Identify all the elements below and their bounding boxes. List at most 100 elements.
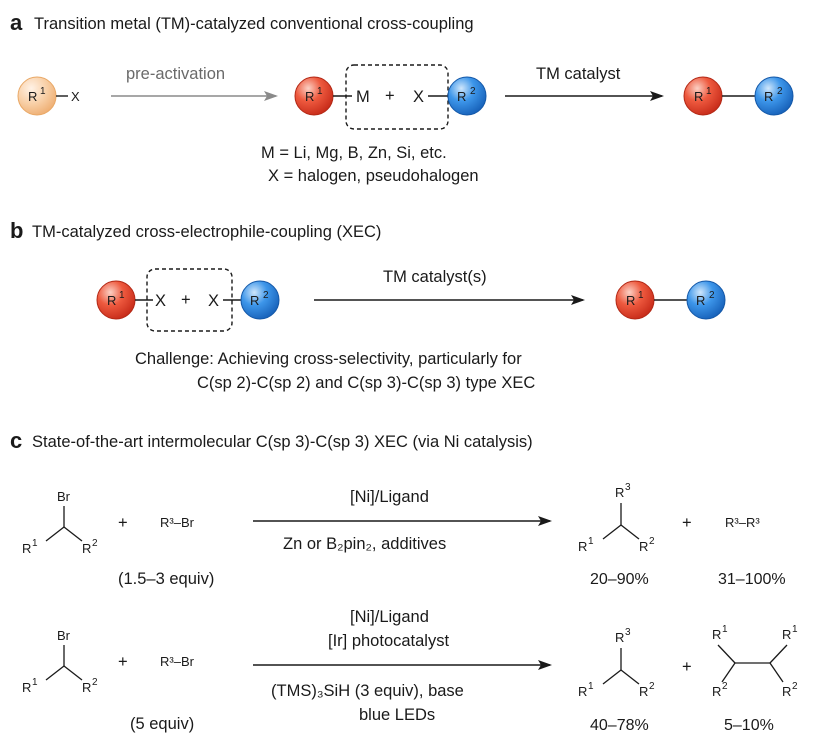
row2-equiv: (5 equiv): [130, 715, 194, 733]
svg-text:1: 1: [588, 536, 594, 547]
svg-text:R: R: [782, 627, 791, 642]
svg-text:R: R: [250, 293, 259, 308]
panel-c-title: State-of-the-art intermolecular C(sp 3)-…: [32, 433, 533, 451]
svg-text:R: R: [712, 684, 721, 699]
r1-start-sphere: R 1: [17, 76, 57, 116]
svg-text:R: R: [639, 539, 648, 554]
r1-start-label: R: [28, 89, 37, 104]
svg-text:2: 2: [722, 681, 728, 692]
r2-sphere: R 2: [240, 280, 280, 320]
tm-catalysts-label: TM catalyst(s): [383, 268, 487, 286]
svg-text:R: R: [82, 541, 91, 556]
row2-arrow-bottom-2: blue LEDs: [359, 706, 435, 724]
svg-text:R: R: [82, 680, 91, 695]
svg-text:X: X: [208, 292, 219, 310]
product-r1-sphere: R 1: [615, 280, 655, 320]
svg-text:R: R: [615, 485, 624, 500]
svg-text:1: 1: [32, 538, 38, 549]
svg-text:R: R: [615, 630, 624, 645]
svg-text:R: R: [305, 89, 314, 104]
svg-text:R: R: [712, 627, 721, 642]
svg-text:2: 2: [263, 290, 269, 301]
panel-b: b TM-catalyzed cross-electrophile-coupli…: [10, 218, 726, 392]
svg-text:2: 2: [777, 86, 783, 97]
r1-sphere: R 1: [96, 280, 136, 320]
svg-text:X: X: [155, 292, 166, 310]
svg-text:R: R: [578, 539, 587, 554]
challenge-line-1: Challenge: Achieving cross-selectivity, …: [135, 350, 522, 368]
panel-a-letter: a: [10, 10, 23, 35]
svg-text:1: 1: [638, 290, 644, 301]
product-r2-sphere: R 2: [754, 76, 794, 116]
panel-a: a Transition metal (TM)-catalyzed conven…: [10, 10, 794, 185]
r2-sphere: R 2: [447, 76, 487, 116]
svg-text:+: +: [118, 514, 128, 532]
svg-text:1: 1: [706, 86, 712, 97]
panel-b-letter: b: [10, 218, 23, 243]
svg-text:R: R: [578, 684, 587, 699]
svg-text:R: R: [626, 293, 635, 308]
svg-text:Br: Br: [57, 489, 71, 504]
row1-equiv: (1.5–3 equiv): [118, 570, 214, 588]
row2-yield-main: 40–78%: [590, 717, 649, 734]
svg-text:2: 2: [792, 681, 798, 692]
svg-text:2: 2: [649, 536, 655, 547]
r1-sphere: R 1: [294, 76, 334, 116]
halogen-definition: X = halogen, pseudohalogen: [268, 167, 479, 185]
plus-sign: +: [385, 87, 395, 105]
svg-text:R: R: [694, 89, 703, 104]
svg-text:1: 1: [317, 86, 323, 97]
svg-text:+: +: [118, 653, 128, 671]
svg-text:2: 2: [649, 681, 655, 692]
alkyl-bromide-2: R³–Br: [160, 515, 195, 530]
svg-text:1: 1: [119, 290, 125, 301]
svg-text:R: R: [764, 89, 773, 104]
alkyl-bromide-4: R³–Br: [160, 654, 195, 669]
svg-text:2: 2: [709, 290, 715, 301]
svg-text:R: R: [457, 89, 466, 104]
svg-text:1: 1: [722, 624, 728, 635]
x-label: X: [413, 88, 424, 106]
svg-text:1: 1: [792, 624, 798, 635]
panel-c-letter: c: [10, 428, 22, 453]
homocoupling-product-1: R³–R³: [725, 515, 760, 530]
svg-text:R: R: [22, 541, 31, 556]
metal-label: M: [356, 88, 370, 106]
svg-text:3: 3: [625, 482, 631, 493]
svg-text:1: 1: [588, 681, 594, 692]
row1-arrow-top: [Ni]/Ligand: [350, 488, 429, 506]
panel-a-title: Transition metal (TM)-catalyzed conventi…: [34, 15, 474, 33]
row2-yield-side: 5–10%: [724, 717, 774, 734]
svg-text:+: +: [181, 291, 191, 309]
product-r2-sphere: R 2: [686, 280, 726, 320]
svg-text:+: +: [682, 658, 692, 676]
r1-start-sup: 1: [40, 86, 46, 97]
svg-text:3: 3: [625, 627, 631, 638]
row2-arrow-top-1: [Ni]/Ligand: [350, 608, 429, 626]
pre-activation-label: pre-activation: [126, 65, 225, 83]
challenge-line-2: C(sp 2)-C(sp 2) and C(sp 3)-C(sp 3) type…: [197, 374, 535, 392]
row1-yield-main: 20–90%: [590, 571, 649, 588]
metal-definition: M = Li, Mg, B, Zn, Si, etc.: [261, 144, 447, 162]
svg-text:R: R: [107, 293, 116, 308]
svg-text:+: +: [682, 514, 692, 532]
row1-yield-side: 31–100%: [718, 571, 786, 588]
svg-text:1: 1: [32, 677, 38, 688]
svg-text:R: R: [639, 684, 648, 699]
svg-text:2: 2: [92, 677, 98, 688]
svg-text:2: 2: [92, 538, 98, 549]
product-r1-sphere: R 1: [683, 76, 723, 116]
svg-text:R: R: [696, 293, 705, 308]
svg-text:2: 2: [470, 86, 476, 97]
svg-text:Br: Br: [57, 628, 71, 643]
tm-catalyst-label: TM catalyst: [536, 65, 621, 83]
x-leaving-group: X: [71, 89, 80, 104]
row2-arrow-top-2: [Ir] photocatalyst: [328, 632, 449, 650]
row2-arrow-bottom-1: (TMS)₃SiH (3 equiv), base: [271, 682, 464, 700]
